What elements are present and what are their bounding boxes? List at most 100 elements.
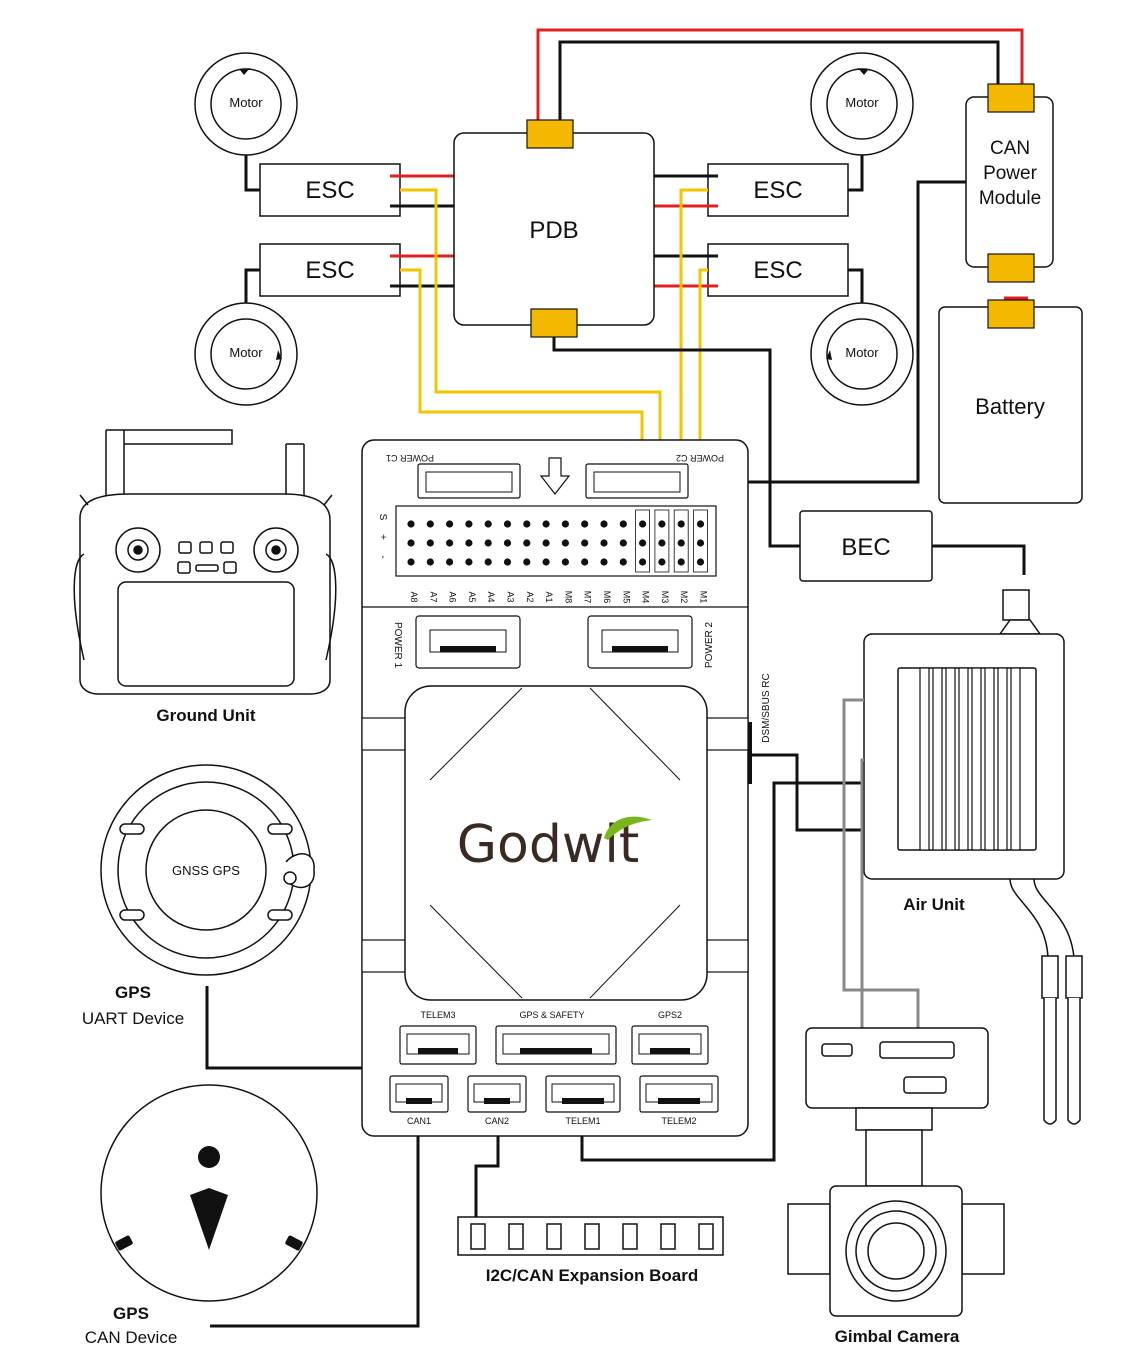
motor-label: Motor [229, 95, 263, 110]
power-1-label: POWER 1 [392, 622, 403, 669]
pm-output-connector [987, 253, 1035, 283]
motor-top-right: Motor [810, 52, 914, 156]
heatsink-fin [958, 667, 969, 851]
pin [426, 520, 434, 528]
gps-can-device [100, 1084, 318, 1302]
pin [696, 520, 705, 528]
pin-column-highlight [673, 509, 689, 573]
gps-safety-label: GPS & SAFETY [519, 1010, 584, 1020]
pin [484, 558, 492, 566]
pin [426, 539, 434, 547]
pin [503, 558, 512, 566]
pin [677, 558, 685, 566]
gps-safety-port: GPS & SAFETY [495, 1010, 617, 1065]
arrow-down-icon [539, 457, 571, 495]
can-power-module: CAN Power Module [965, 83, 1054, 283]
heatsink-fin [932, 667, 943, 851]
pin [581, 520, 589, 528]
pdb-xt60-connector [526, 119, 574, 149]
output-label-a1: A1 [544, 591, 554, 602]
motor-bottom-right: Motor [810, 302, 914, 406]
gps2-port: GPS2 [631, 1010, 709, 1065]
esc-label: ESC [753, 257, 802, 284]
output-label-m2: M2 [679, 591, 689, 604]
motor-esc-wires [244, 155, 864, 303]
heatsink-fin [1010, 667, 1021, 851]
pin-column-highlight [693, 509, 708, 573]
pin [484, 520, 492, 528]
power-c1-label: POWER C1 [386, 453, 434, 463]
telem1-label: TELEM1 [565, 1116, 600, 1126]
heatsink-fin [997, 667, 1008, 851]
gps2-label: GPS2 [658, 1010, 682, 1020]
leaf-icon [604, 816, 652, 840]
rc-port [748, 722, 752, 784]
pin [523, 539, 531, 547]
pin-row-minus: - [377, 555, 388, 558]
can1-label: CAN1 [407, 1116, 431, 1126]
motor-bottom-left: Motor [194, 302, 298, 406]
pin [446, 520, 454, 528]
esc-bottom-left: ESC [259, 243, 401, 297]
ground-unit [73, 429, 337, 695]
air-unit [863, 589, 1083, 1125]
gimbal-camera [787, 1027, 1005, 1317]
can2-label: CAN2 [485, 1116, 509, 1126]
expansion-board-label: I2C/CAN Expansion Board [486, 1266, 699, 1285]
output-label-a2: A2 [525, 591, 535, 602]
pin [426, 558, 434, 566]
output-label-m5: M5 [621, 591, 631, 604]
pin [542, 539, 550, 547]
pin [542, 558, 550, 566]
gps-uart-device [100, 764, 315, 976]
heatsink-fin [971, 667, 982, 851]
esc-top-left: ESC [259, 163, 401, 217]
air-unit-label: Air Unit [903, 895, 965, 914]
pin [639, 558, 647, 566]
pin [561, 520, 570, 528]
output-label-m7: M7 [583, 591, 593, 604]
pin [639, 539, 647, 547]
gimbal-camera-label: Gimbal Camera [835, 1327, 960, 1346]
pin-row-plus: + [377, 534, 388, 540]
pin [503, 520, 512, 528]
pin [561, 539, 570, 547]
pdb-output-connector [530, 308, 578, 338]
power-c2-port: POWER C2 [585, 453, 724, 499]
can-power-module-label-1: CAN [990, 138, 1030, 159]
pin [619, 558, 627, 566]
output-label-m6: M6 [602, 591, 612, 604]
battery-label: Battery [975, 394, 1045, 419]
pin [696, 539, 705, 547]
motor-label: Motor [845, 345, 879, 360]
pin [639, 520, 647, 528]
battery-connector [987, 299, 1035, 329]
can1-port: CAN1 [389, 1075, 449, 1126]
output-label-a5: A5 [467, 591, 477, 602]
can-power-module-label-2: Power [983, 163, 1038, 184]
esc-label: ESC [305, 257, 354, 284]
gps-can-title: GPS [113, 1304, 149, 1323]
pdb-label: PDB [529, 217, 578, 244]
pin [677, 539, 685, 547]
battery: Battery [938, 299, 1083, 504]
power-wires [536, 28, 1028, 300]
output-label-a7: A7 [428, 591, 438, 602]
output-label-m1: M1 [699, 591, 709, 604]
telem1-port: TELEM1 [545, 1075, 621, 1126]
output-label-m8: M8 [563, 591, 573, 604]
telem3-label: TELEM3 [420, 1010, 455, 1020]
motor-label: Motor [229, 345, 263, 360]
bec-label: BEC [841, 534, 890, 561]
ground-unit-label: Ground Unit [156, 706, 255, 725]
gps-can-subtitle: CAN Device [85, 1328, 178, 1347]
pin-column-highlight [635, 509, 650, 573]
esc-top-right: ESC [707, 163, 849, 217]
output-label-m4: M4 [641, 591, 651, 604]
telem2-label: TELEM2 [661, 1116, 696, 1126]
output-label-a4: A4 [486, 591, 496, 602]
pin [561, 558, 570, 566]
pin [658, 539, 666, 547]
power-1-port: POWER 1 [392, 615, 521, 669]
